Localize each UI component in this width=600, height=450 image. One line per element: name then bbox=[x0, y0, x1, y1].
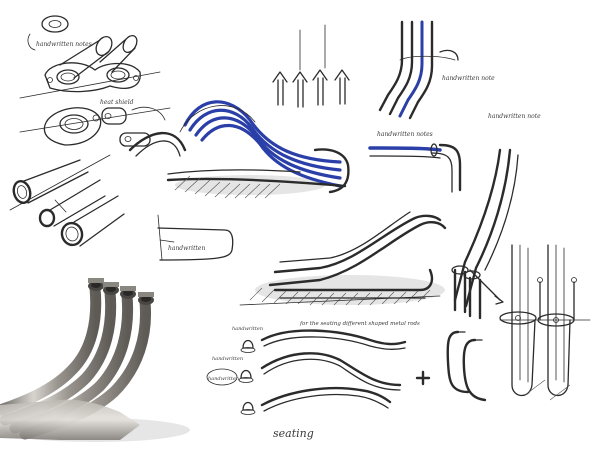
bracket-label-3: handwritten bbox=[208, 376, 239, 382]
plus-sign bbox=[415, 370, 431, 386]
hatched-header-sketch bbox=[239, 211, 447, 306]
vertical-bundle-sketch bbox=[378, 20, 459, 120]
seating-rods-sketch bbox=[260, 329, 407, 412]
blue-u-pipe-sketch bbox=[368, 143, 462, 193]
right-pipe-note: handwritten note bbox=[488, 113, 541, 120]
top-left-note: handwritten notes bbox=[36, 41, 92, 48]
slotted-plates bbox=[101, 106, 166, 147]
mid-right-note: handwritten notes bbox=[377, 131, 433, 138]
bent-tube-sketch bbox=[128, 131, 187, 157]
metal-header-render bbox=[0, 278, 190, 442]
single-flange-sketch bbox=[19, 107, 171, 146]
seating-note: for the seating different shaped metal r… bbox=[299, 321, 420, 327]
hook-handles-sketch bbox=[446, 330, 487, 402]
slot-note: heat shield bbox=[100, 99, 134, 106]
pipe-ends-sketch bbox=[9, 154, 125, 247]
small-box-sketch bbox=[157, 214, 234, 261]
bracket-label-2: handwritten bbox=[212, 356, 243, 362]
small-box-note: handwritten bbox=[168, 245, 205, 252]
twin-pipe-flange-sketch bbox=[19, 34, 161, 99]
right-pipes-sketch bbox=[451, 148, 519, 320]
bracket-label-1: handwritten bbox=[232, 326, 263, 332]
bracket-mounts-sketch bbox=[206, 339, 256, 415]
blue-header-sketch bbox=[166, 100, 350, 199]
seating-label: seating bbox=[273, 427, 314, 440]
bracket-note: handwritten note bbox=[442, 75, 495, 82]
small-flange-sketch bbox=[27, 15, 69, 51]
vertical-pipes-sketch bbox=[272, 24, 350, 108]
twin-canisters-sketch bbox=[499, 244, 591, 401]
